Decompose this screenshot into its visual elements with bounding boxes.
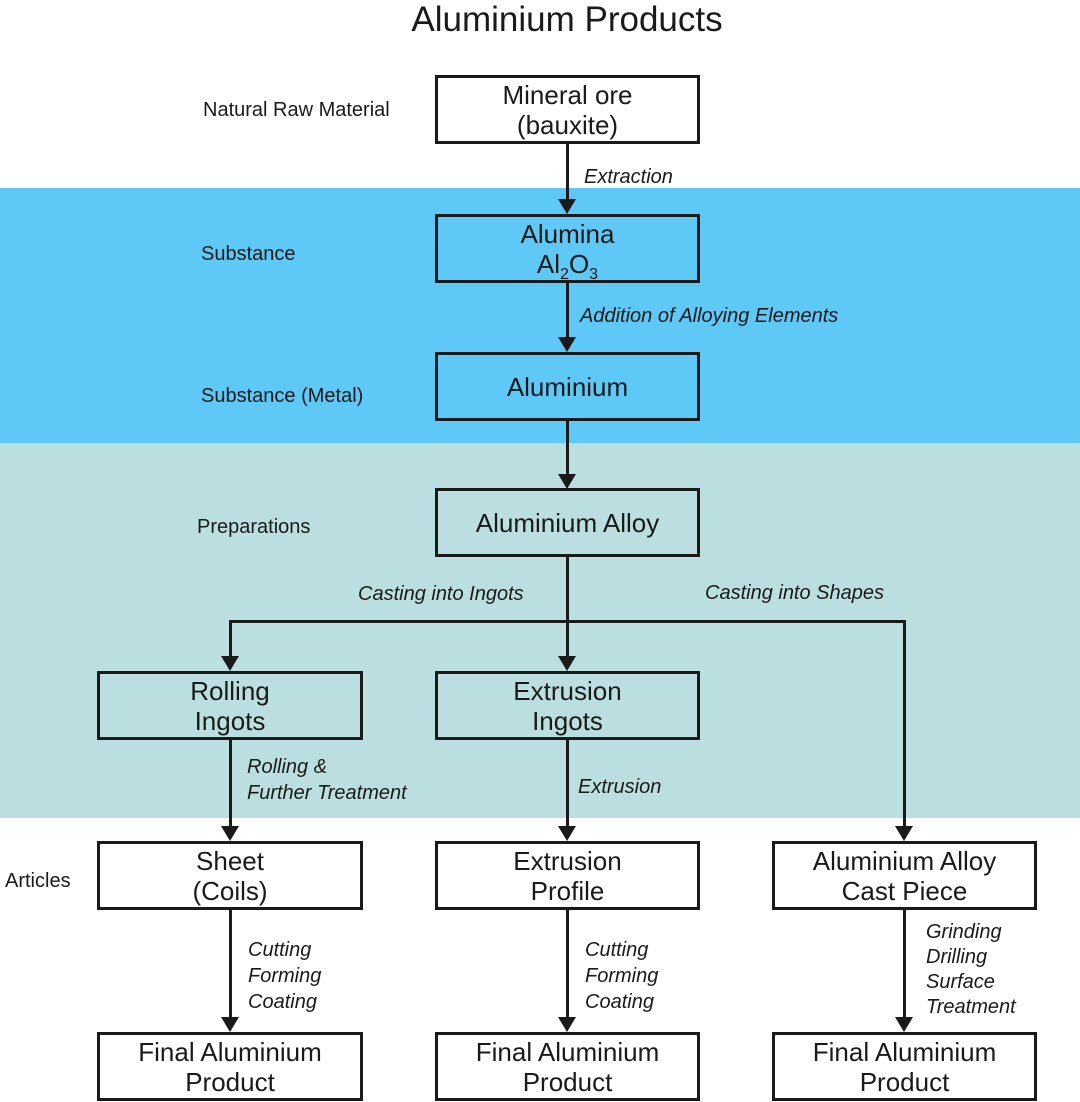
- arrow-extrusion-head: [558, 826, 576, 841]
- arrow-cutting-left-head: [221, 1017, 239, 1032]
- node-label-line: (bauxite): [516, 109, 619, 140]
- arrow-alloying-head: [558, 337, 576, 352]
- process-label-alloying: Addition of Alloying Elements: [580, 305, 839, 327]
- process-label-line: Further Treatment: [247, 782, 407, 804]
- process-label-line: Treatment: [926, 996, 1016, 1018]
- connector-branch-horizontal: [229, 620, 906, 623]
- process-label-line: Cutting: [248, 939, 312, 961]
- substance-band: [0, 188, 1080, 443]
- process-label-rolling: Rolling & Further Treatment: [247, 754, 407, 806]
- formula-subscript: 2: [560, 265, 569, 283]
- node-label-line: Mineral ore: [502, 79, 633, 110]
- formula-subscript: 3: [589, 265, 599, 283]
- process-label-line: Forming: [248, 965, 322, 987]
- node-label-line: Product: [522, 1066, 613, 1097]
- process-label-casting-shapes: Casting into Shapes: [705, 582, 885, 604]
- node-label-line: Final Aluminium: [475, 1036, 660, 1067]
- node-label-line: Product: [185, 1066, 275, 1097]
- arrow-to-rolling-ingots-head: [221, 656, 239, 671]
- node-label-line: Profile: [530, 875, 605, 906]
- node-label-line: Final Aluminium: [812, 1036, 997, 1067]
- node-label-line: Alumina: [520, 218, 615, 249]
- node-label-line: Extrusion: [513, 675, 622, 706]
- process-label-line: Drilling: [926, 946, 988, 968]
- node-formula: Al2O3: [536, 248, 598, 283]
- preparations-band: [0, 443, 1080, 818]
- node-label-line: Sheet: [196, 845, 264, 876]
- node-label-line: Aluminium Alloy: [475, 507, 660, 538]
- process-label-grinding: Grinding Drilling Surface Treatment: [926, 920, 1016, 1020]
- node-mineral-ore: Mineral ore (bauxite): [435, 75, 700, 144]
- node-alumina: Alumina Al2O3: [435, 214, 700, 283]
- process-label-extraction: Extraction: [584, 166, 673, 188]
- row-label-substance-metal: Substance (Metal): [201, 385, 364, 407]
- row-label-natural-raw-material: Natural Raw Material: [203, 99, 390, 121]
- node-sheet-coils: Sheet (Coils): [97, 841, 363, 910]
- arrow-to-alloy-line: [566, 420, 569, 474]
- node-label-line: Extrusion: [513, 845, 622, 876]
- arrow-to-extrusion-ingots-head: [558, 656, 576, 671]
- arrow-cutting-left-line: [229, 909, 232, 1017]
- node-cast-piece: Aluminium Alloy Cast Piece: [772, 841, 1037, 910]
- process-label-line: Grinding: [926, 921, 1002, 943]
- arrow-alloying-line: [566, 282, 569, 337]
- node-aluminium: Aluminium: [435, 352, 700, 421]
- node-label-line: Cast Piece: [841, 875, 968, 906]
- node-label-line: Ingots: [194, 705, 266, 736]
- arrow-to-rolling-ingots-line: [229, 620, 232, 656]
- node-aluminium-alloy: Aluminium Alloy: [435, 488, 700, 557]
- arrow-rolling-head: [221, 826, 239, 841]
- process-label-line: Rolling &: [247, 756, 328, 778]
- arrow-to-cast-piece-head: [895, 826, 913, 841]
- arrow-cutting-mid-head: [558, 1017, 576, 1032]
- row-label-preparations: Preparations: [197, 516, 311, 538]
- formula-element: Al: [536, 248, 561, 279]
- arrow-to-alloy-head: [558, 474, 576, 489]
- arrow-to-cast-piece-line: [903, 620, 906, 826]
- row-label-substance: Substance: [201, 243, 296, 265]
- node-label-line: Ingots: [532, 705, 603, 736]
- arrow-grinding-line: [903, 909, 906, 1017]
- node-label-line: (Coils): [192, 875, 268, 906]
- node-label-line: Final Aluminium: [138, 1036, 322, 1067]
- arrow-to-extrusion-ingots-line: [566, 557, 569, 656]
- node-label-line: Aluminium: [506, 371, 629, 402]
- node-final-product-mid: Final Aluminium Product: [435, 1032, 700, 1101]
- arrow-rolling-line: [229, 739, 232, 826]
- node-label-line: Rolling: [190, 675, 270, 706]
- node-extrusion-ingots: Extrusion Ingots: [435, 671, 700, 740]
- process-label-line: Cutting: [585, 939, 649, 961]
- process-label-cutting-mid: Cutting Forming Coating: [585, 937, 658, 1015]
- process-label-line: Surface: [926, 971, 995, 993]
- formula-element: O: [568, 248, 590, 279]
- node-rolling-ingots: Rolling Ingots: [97, 671, 363, 740]
- arrow-extrusion-line: [566, 739, 569, 826]
- process-label-cutting-left: Cutting Forming Coating: [248, 937, 321, 1015]
- arrow-extraction-line: [566, 143, 569, 199]
- arrow-cutting-mid-line: [566, 909, 569, 1017]
- process-label-extrusion: Extrusion: [578, 776, 662, 798]
- arrow-extraction-head: [558, 199, 576, 214]
- arrow-grinding-head: [895, 1017, 913, 1032]
- diagram-title: Aluminium Products: [411, 0, 723, 39]
- node-final-product-left: Final Aluminium Product: [97, 1032, 363, 1101]
- row-label-articles: Articles: [5, 870, 71, 892]
- node-final-product-right: Final Aluminium Product: [772, 1032, 1037, 1101]
- node-label-line: Aluminium Alloy: [812, 845, 997, 876]
- node-extrusion-profile: Extrusion Profile: [435, 841, 700, 910]
- process-label-casting-ingots: Casting into Ingots: [358, 583, 524, 605]
- node-label-line: Product: [859, 1066, 950, 1097]
- process-label-line: Forming: [585, 965, 659, 987]
- process-label-line: Coating: [585, 991, 654, 1013]
- process-label-line: Coating: [248, 991, 317, 1013]
